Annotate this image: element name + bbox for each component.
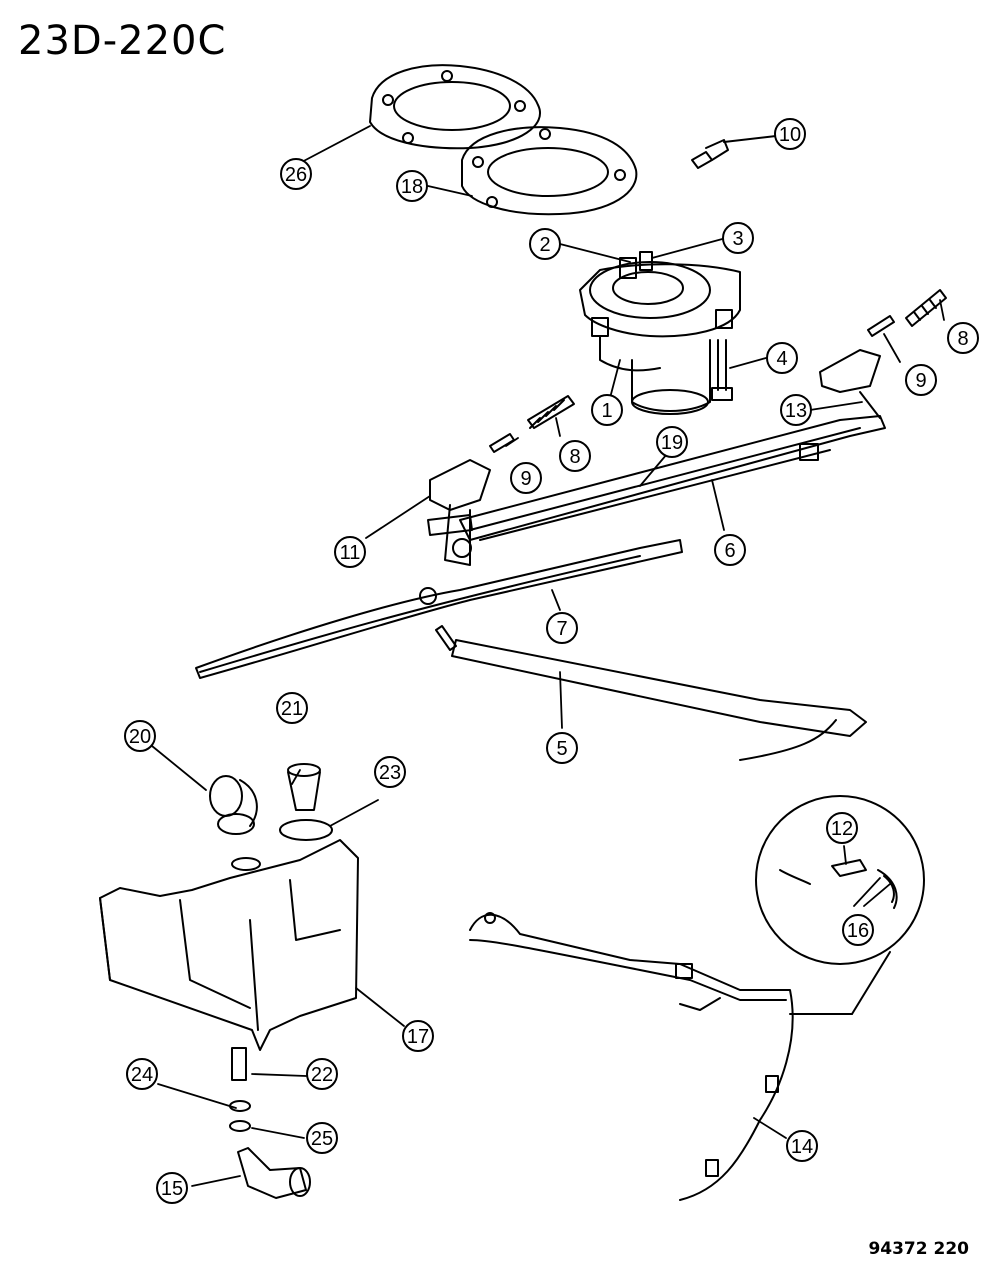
gasket-26 — [369, 64, 541, 150]
svg-text:16: 16 — [847, 920, 869, 942]
svg-text:9: 9 — [915, 370, 926, 392]
diagram-title: 23D-220C — [18, 18, 227, 64]
callout-26: 26 — [280, 158, 312, 190]
svg-text:7: 7 — [556, 618, 567, 640]
svg-text:23: 23 — [379, 762, 401, 784]
svg-text:1: 1 — [601, 400, 612, 422]
callout-10: 10 — [774, 118, 806, 150]
svg-text:25: 25 — [311, 1128, 333, 1150]
svg-text:18: 18 — [401, 176, 423, 198]
spring-8-right — [905, 289, 947, 327]
svg-text:10: 10 — [779, 124, 801, 146]
wiper-blade-7 — [195, 539, 683, 679]
callout-9-left: 9 — [510, 462, 542, 494]
o-ring-23 — [279, 819, 333, 841]
svg-text:14: 14 — [791, 1136, 813, 1158]
callout-4: 4 — [766, 342, 798, 374]
svg-text:15: 15 — [161, 1178, 183, 1200]
bolt-4 — [711, 339, 733, 401]
callout-21: 21 — [276, 692, 308, 724]
svg-text:8: 8 — [957, 328, 968, 350]
callout-8-left: 8 — [559, 440, 591, 472]
svg-text:22: 22 — [311, 1064, 333, 1086]
callout-25: 25 — [306, 1122, 338, 1154]
detail-inset-circle — [755, 795, 925, 965]
callout-22: 22 — [306, 1058, 338, 1090]
callout-13: 13 — [780, 394, 812, 426]
wiper-motor-1 — [579, 251, 741, 415]
svg-text:2: 2 — [539, 234, 550, 256]
pivot-13 — [819, 349, 881, 419]
callout-2: 2 — [529, 228, 561, 260]
callout-14: 14 — [786, 1130, 818, 1162]
washer-reservoir-17 — [99, 839, 359, 1051]
callout-9-right: 9 — [905, 364, 937, 396]
svg-text:3: 3 — [732, 228, 743, 250]
filter-21 — [287, 763, 321, 811]
drawing-code: 94372 220 — [868, 1239, 969, 1259]
callout-6: 6 — [714, 534, 746, 566]
callout-20: 20 — [124, 720, 156, 752]
callout-16: 16 — [842, 914, 874, 946]
callout-19: 19 — [656, 426, 688, 458]
svg-text:9: 9 — [520, 468, 531, 490]
callout-11: 11 — [334, 536, 366, 568]
wiper-arm-5 — [435, 625, 867, 761]
callout-18: 18 — [396, 170, 428, 202]
callout-7: 7 — [546, 612, 578, 644]
washer-pump-15 — [229, 1047, 311, 1199]
callout-1: 1 — [591, 394, 623, 426]
callout-15: 15 — [156, 1172, 188, 1204]
svg-text:26: 26 — [285, 164, 307, 186]
svg-text:19: 19 — [661, 432, 683, 454]
callouts: 1 2 3 4 5 6 7 8 8 9 9 10 11 12 13 14 15 … — [124, 118, 979, 1204]
svg-text:12: 12 — [831, 818, 853, 840]
nut-9-right — [867, 315, 895, 337]
pivot-11 — [427, 459, 491, 566]
leader-lines — [151, 125, 945, 1187]
callout-17: 17 — [402, 1020, 434, 1052]
svg-text:11: 11 — [340, 542, 361, 564]
svg-text:6: 6 — [724, 540, 735, 562]
svg-text:8: 8 — [569, 446, 580, 468]
svg-text:21: 21 — [281, 698, 303, 720]
callout-24: 24 — [126, 1058, 158, 1090]
washer-cap-20 — [209, 775, 258, 835]
callout-23: 23 — [374, 756, 406, 788]
callout-8-right: 8 — [947, 322, 979, 354]
gasket-18 — [461, 126, 638, 216]
svg-text:5: 5 — [556, 738, 567, 760]
spring-8-left — [527, 395, 575, 429]
svg-text:20: 20 — [129, 726, 151, 748]
svg-text:13: 13 — [785, 400, 807, 422]
wiring-harness-14 — [469, 912, 891, 1201]
svg-text:17: 17 — [407, 1026, 429, 1048]
svg-text:24: 24 — [131, 1064, 153, 1086]
callout-5: 5 — [546, 732, 578, 764]
screw-10 — [691, 135, 777, 169]
callout-3: 3 — [722, 222, 754, 254]
svg-text:4: 4 — [776, 348, 787, 370]
callout-12: 12 — [826, 812, 858, 844]
